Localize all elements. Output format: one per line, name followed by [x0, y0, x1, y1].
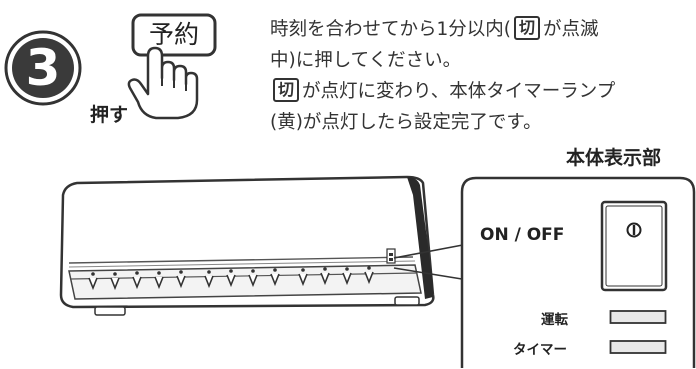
timer-lamp	[609, 340, 667, 354]
callout-leader	[393, 243, 469, 281]
reserve-button-label: 予約	[148, 20, 199, 49]
timer-lamp-label: タイマー	[513, 342, 567, 358]
instruction-line3: が点灯に変わり、本体タイマーランプ	[302, 81, 616, 102]
key-off-box: 切	[514, 16, 541, 40]
pressing-hand-icon	[127, 46, 199, 120]
power-icon	[626, 222, 642, 238]
instruction-line1-b: が点滅	[543, 19, 599, 40]
key-off-box-2: 切	[273, 78, 300, 102]
instruction-line4: (黄)が点灯したら設定完了です。	[270, 112, 542, 133]
air-conditioner-unit	[59, 175, 435, 316]
press-label: 押す	[90, 104, 129, 126]
run-lamp	[609, 310, 667, 324]
instruction-line2: 中)に押してください。	[270, 50, 462, 71]
onoff-switch[interactable]	[600, 200, 668, 292]
run-lamp-label: 運転	[541, 312, 568, 328]
step-badge	[4, 30, 82, 106]
instruction-line1-a: 時刻を合わせてから1分以内(	[270, 19, 511, 40]
reserve-button[interactable]	[131, 13, 217, 57]
step-number: 3	[25, 39, 61, 97]
panel-title: 本体表示部	[566, 147, 662, 169]
onoff-label: ON / OFF	[480, 225, 565, 245]
instruction-text: 時刻を合わせてから1分以内(切が点滅 中)に押してください。 切が点灯に変わり、…	[270, 14, 690, 138]
